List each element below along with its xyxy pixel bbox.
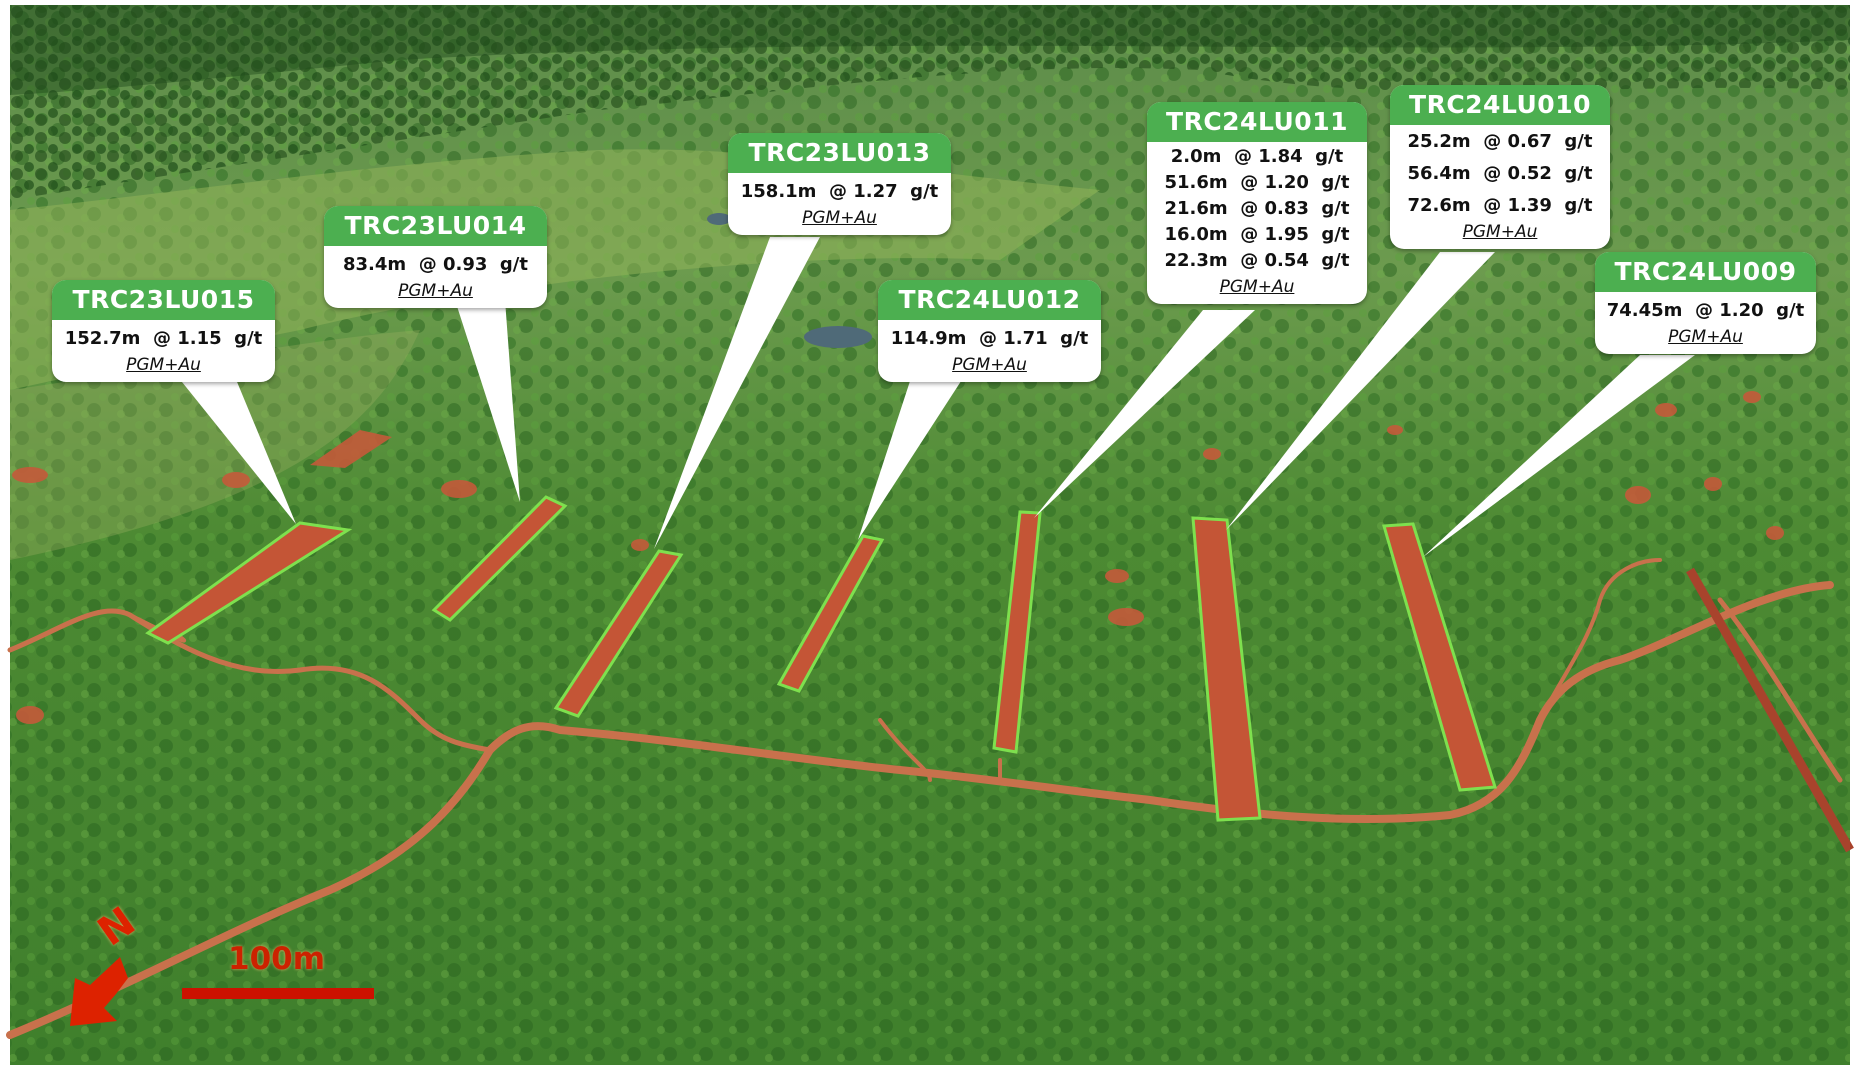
callout-title: TRC24LU009 bbox=[1595, 252, 1816, 292]
callout-commodity: PGM+Au bbox=[952, 355, 1027, 375]
callout-result: 74.45m @ 1.20 g/t bbox=[1606, 300, 1805, 321]
callout-TRC24LU012: TRC24LU012 114.9m @ 1.71 g/t PGM+Au bbox=[878, 280, 1101, 382]
callout-title: TRC23LU014 bbox=[324, 206, 547, 246]
callout-title: TRC23LU015 bbox=[52, 280, 275, 320]
scale-bar bbox=[182, 988, 374, 999]
callout-result: 56.4m @ 0.52 g/t bbox=[1407, 163, 1593, 184]
callout-TRC24LU010: TRC24LU010 25.2m @ 0.67 g/t 56.4m @ 0.52… bbox=[1390, 85, 1610, 249]
callout-TRC24LU011: TRC24LU011 2.0m @ 1.84 g/t 51.6m @ 1.20 … bbox=[1147, 102, 1367, 304]
callout-result: 152.7m @ 1.15 g/t bbox=[64, 328, 263, 349]
callout-TRC24LU009: TRC24LU009 74.45m @ 1.20 g/t PGM+Au bbox=[1595, 252, 1816, 354]
callout-result: 16.0m @ 1.95 g/t bbox=[1164, 224, 1350, 245]
callout-result: 22.3m @ 0.54 g/t bbox=[1164, 250, 1350, 271]
callout-title: TRC24LU011 bbox=[1147, 102, 1367, 142]
callout-result: 51.6m @ 1.20 g/t bbox=[1164, 172, 1350, 193]
scale-bar-label: 100m bbox=[228, 941, 326, 977]
callout-commodity: PGM+Au bbox=[126, 355, 201, 375]
callout-commodity: PGM+Au bbox=[1668, 327, 1743, 347]
callout-result: 114.9m @ 1.71 g/t bbox=[890, 328, 1089, 349]
callout-result: 2.0m @ 1.84 g/t bbox=[1170, 146, 1344, 167]
callout-commodity: PGM+Au bbox=[1219, 277, 1295, 297]
callout-title: TRC24LU010 bbox=[1390, 85, 1610, 125]
callout-title: TRC23LU013 bbox=[728, 133, 951, 173]
callout-TRC23LU014: TRC23LU014 83.4m @ 0.93 g/t PGM+Au bbox=[324, 206, 547, 308]
callout-TRC23LU015: TRC23LU015 152.7m @ 1.15 g/t PGM+Au bbox=[52, 280, 275, 382]
callout-result: 25.2m @ 0.67 g/t bbox=[1407, 131, 1593, 152]
callout-commodity: PGM+Au bbox=[398, 281, 473, 301]
callout-commodity: PGM+Au bbox=[1462, 222, 1538, 242]
callout-TRC23LU013: TRC23LU013 158.1m @ 1.27 g/t PGM+Au bbox=[728, 133, 951, 235]
callout-commodity: PGM+Au bbox=[802, 208, 877, 228]
callout-result: 83.4m @ 0.93 g/t bbox=[343, 254, 528, 275]
callout-result: 21.6m @ 0.83 g/t bbox=[1164, 198, 1350, 219]
callout-title: TRC24LU012 bbox=[878, 280, 1101, 320]
callout-result: 72.6m @ 1.39 g/t bbox=[1407, 195, 1593, 216]
north-arrow-icon bbox=[70, 957, 128, 1026]
callout-result: 158.1m @ 1.27 g/t bbox=[740, 181, 939, 202]
